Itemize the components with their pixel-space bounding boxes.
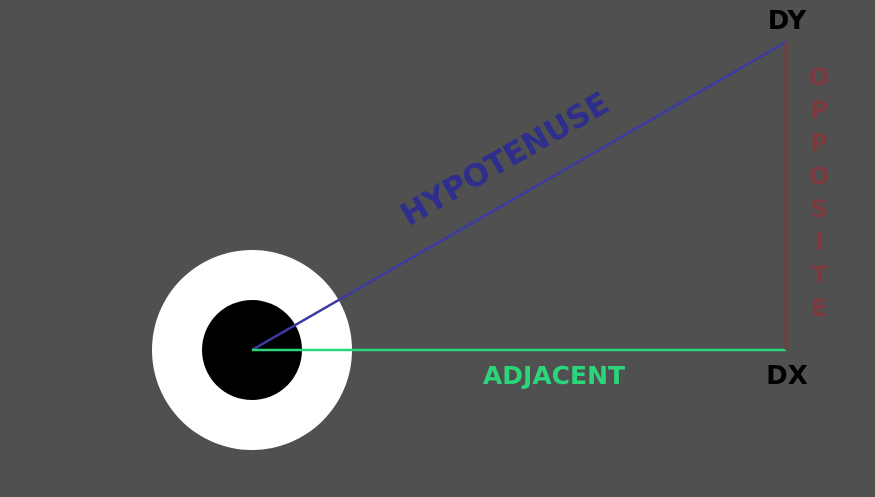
opposite-letter: S <box>810 195 827 223</box>
opposite-letter: T <box>811 261 828 289</box>
opposite-letter: E <box>811 294 827 322</box>
opposite-letter: O <box>809 63 829 91</box>
hypotenuse-line <box>251 40 787 352</box>
adjacent-label: ADJACENT <box>483 361 625 390</box>
dy-label: DY <box>768 6 808 36</box>
opposite-letter: O <box>809 162 829 190</box>
opposite-letter: I <box>815 228 824 256</box>
opposite-letter: P <box>810 129 828 157</box>
opposite-letter: P <box>810 96 828 124</box>
dx-label: DX <box>766 361 808 391</box>
